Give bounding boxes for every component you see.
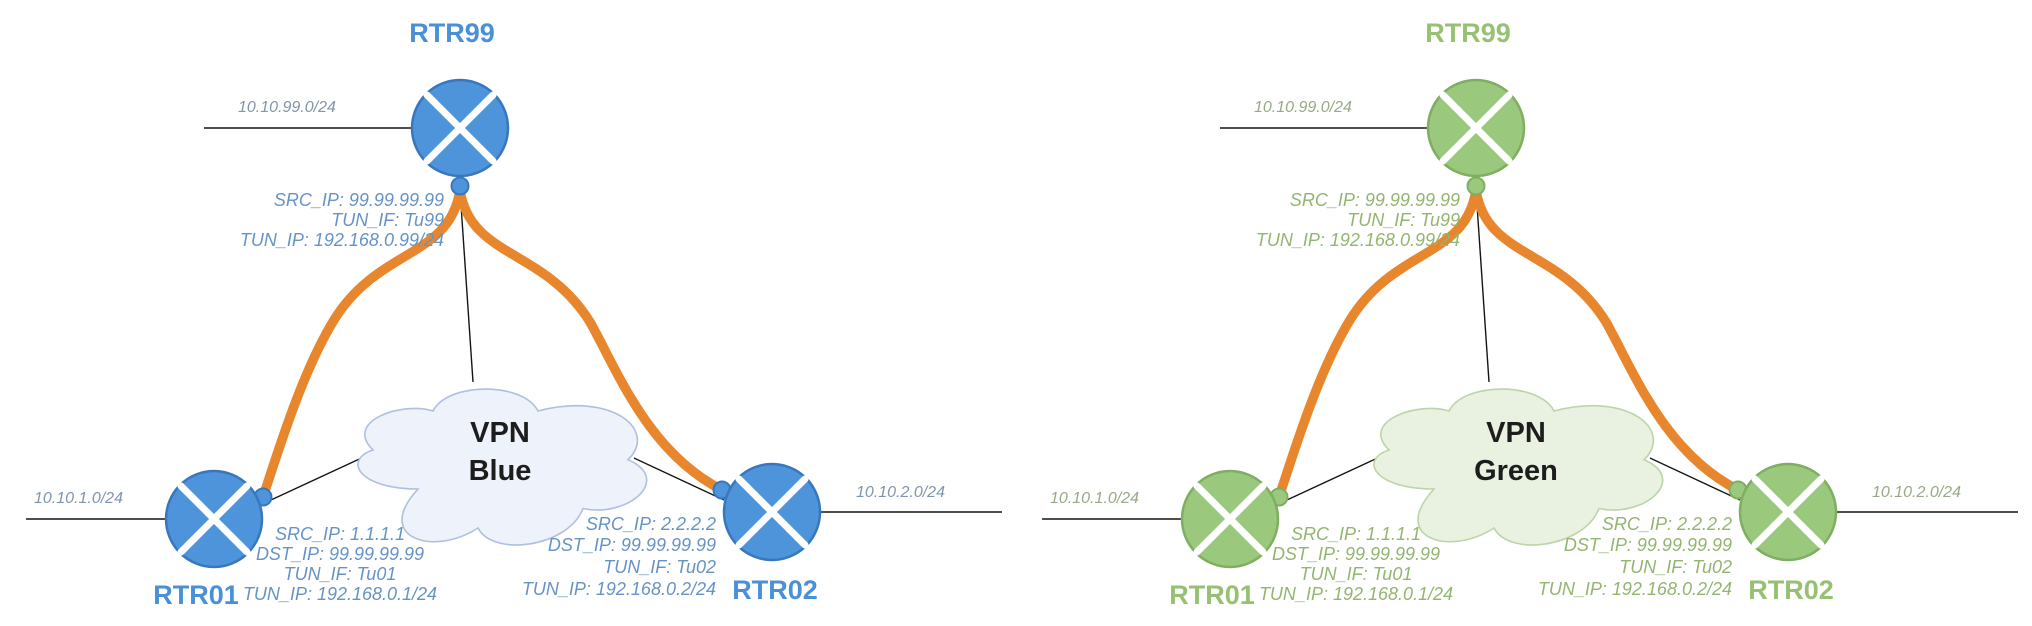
link-rtr99-cloud: [1475, 189, 1490, 383]
link-rtr02-cloud: [633, 457, 725, 501]
router-x-line: [177, 482, 251, 556]
tunnel-rtr99-rtr01: [1274, 185, 1481, 502]
rtr99-tun-if: TUN_IF: Tu99: [331, 210, 444, 230]
rtr02-src-ip: SRC_IP: 2.2.2.2: [1602, 514, 1732, 534]
tunnel-endpoint-dot: [1466, 176, 1486, 196]
rtr02-tun-ip: TUN_IP: 192.168.0.2/24: [522, 579, 716, 599]
rtr02-tun-ip: TUN_IP: 192.168.0.2/24: [1538, 579, 1732, 599]
cloud-label-line2: Blue: [469, 455, 532, 487]
rtr02-dst-ip: DST_IP: 99.99.99.99: [1564, 535, 1732, 555]
router-icon-rtr99: [410, 78, 510, 196]
vpn-cloud: [357, 388, 648, 546]
link-rtr01-cloud: [257, 454, 369, 507]
router-name-rtr01: RTR01: [153, 580, 239, 610]
network-label-rtr01: 10.10.1.0/24: [34, 490, 123, 507]
network-label-rtr99: 10.10.99.0/24: [1254, 99, 1352, 116]
router-x-line: [1751, 475, 1825, 549]
rtr01-tun-if: TUN_IF: Tu01: [284, 564, 397, 584]
router-icon-rtr02: [1728, 462, 1838, 562]
cloud-label-line1: VPN: [470, 417, 530, 449]
link-rtr02-cloud: [1649, 457, 1741, 501]
diagram-vpn-green: VPN Green RTR99 10.10.99.0/24 SRC_IP: 99…: [1042, 18, 2018, 610]
rtr02-tun-if: TUN_IF: Tu02: [1619, 557, 1732, 577]
link-rtr01-cloud: [1273, 454, 1385, 507]
network-label-rtr02: 10.10.2.0/24: [1872, 484, 1961, 501]
tunnel-rtr99-rtr01: [258, 185, 465, 502]
router-icon-rtr99: [1426, 78, 1526, 196]
router-x-line: [423, 91, 497, 165]
rtr01-tun-ip: TUN_IP: 192.168.0.1/24: [243, 584, 437, 604]
rtr99-src-ip: SRC_IP: 99.99.99.99: [274, 190, 444, 210]
vpn-cloud: [1373, 388, 1664, 546]
router-name-rtr99: RTR99: [1425, 18, 1511, 48]
router-icon-rtr02: [712, 462, 822, 562]
router-name-rtr01: RTR01: [1169, 580, 1255, 610]
rtr99-tun-ip: TUN_IP: 192.168.0.99/24: [1256, 230, 1460, 250]
rtr01-dst-ip: DST_IP: 99.99.99.99: [1272, 544, 1440, 564]
network-label-rtr02: 10.10.2.0/24: [856, 484, 945, 501]
rtr02-tun-if: TUN_IF: Tu02: [603, 557, 716, 577]
network-label-rtr01: 10.10.1.0/24: [1050, 490, 1139, 507]
diagram-vpn-blue: VPN Blue RTR99 10.10.99.0/24 SRC_IP: 99.…: [26, 18, 1002, 610]
router-x-line: [735, 475, 809, 549]
tunnel-rtr99-rtr02: [1471, 185, 1743, 495]
rtr99-tun-ip: TUN_IP: 192.168.0.99/24: [240, 230, 444, 250]
router-name-rtr02: RTR02: [732, 575, 818, 605]
cloud-label-line1: VPN: [1486, 417, 1546, 449]
router-name-rtr99: RTR99: [409, 18, 495, 48]
network-label-rtr99: 10.10.99.0/24: [238, 99, 336, 116]
rtr99-src-ip: SRC_IP: 99.99.99.99: [1290, 190, 1460, 210]
rtr02-dst-ip: DST_IP: 99.99.99.99: [548, 535, 716, 555]
tunnel-endpoint-dot: [450, 176, 470, 196]
router-x-line: [1193, 482, 1267, 556]
cloud-label-line2: Green: [1474, 455, 1558, 487]
rtr01-dst-ip: DST_IP: 99.99.99.99: [256, 544, 424, 564]
rtr01-src-ip: SRC_IP: 1.1.1.1: [1291, 524, 1421, 544]
router-name-rtr02: RTR02: [1748, 575, 1834, 605]
router-icon-rtr01: [164, 469, 273, 569]
router-x-line: [1439, 91, 1513, 165]
rtr01-src-ip: SRC_IP: 1.1.1.1: [275, 524, 405, 544]
rtr99-tun-if: TUN_IF: Tu99: [1347, 210, 1460, 230]
rtr01-tun-ip: TUN_IP: 192.168.0.1/24: [1259, 584, 1453, 604]
link-rtr99-cloud: [459, 189, 474, 383]
rtr02-src-ip: SRC_IP: 2.2.2.2: [586, 514, 716, 534]
rtr01-tun-if: TUN_IF: Tu01: [1300, 564, 1413, 584]
router-icon-rtr01: [1180, 469, 1289, 569]
tunnel-rtr99-rtr02: [455, 185, 727, 495]
